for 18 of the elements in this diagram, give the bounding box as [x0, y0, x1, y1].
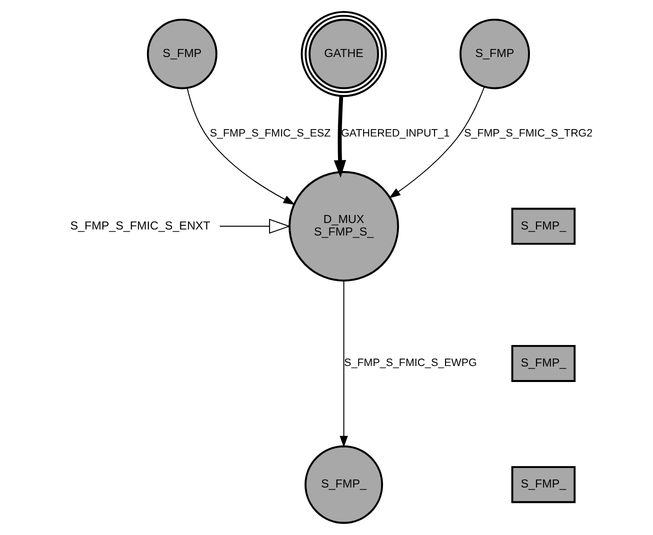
edge-label: S_FMP_S_FMIC_S_EWPG: [344, 357, 476, 370]
node-text: S_FMP_S_FMIC_S_ENXT: [70, 219, 210, 232]
node-circle: S_FMP: [459, 18, 530, 90]
edge-label: S_FMP_S_FMIC_S_TRG2: [464, 128, 592, 140]
arrow: [339, 280, 348, 448]
node-circle: D_MUX S_FMP_S_: [288, 171, 399, 282]
node-box: S_FMP_: [510, 466, 576, 504]
node-circle: S_FMP_: [304, 445, 383, 524]
edge-label: S_FMP_S_FMIC_S_ESZ: [209, 128, 330, 140]
arrow: [333, 96, 346, 178]
arrow: [186, 88, 295, 205]
node-box: S_FMP_: [510, 344, 576, 382]
arrow: [218, 218, 290, 234]
edge-label: GATHERED_INPUT_1: [340, 128, 450, 140]
node-circle: GATHE: [300, 10, 386, 97]
arrow: [388, 86, 484, 198]
node-circle: S_FMP: [146, 18, 217, 90]
node-box: S_FMP_: [510, 208, 576, 245]
